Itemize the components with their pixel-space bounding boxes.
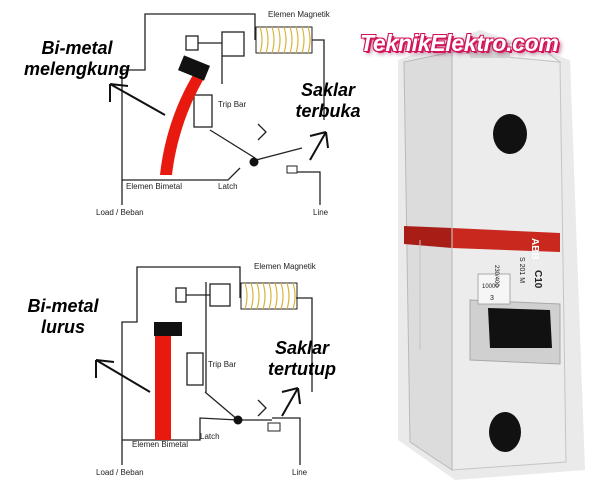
bottom-magnet-wire bbox=[296, 297, 313, 392]
bottom-latch-link bbox=[204, 391, 239, 421]
bottom-switch-label-line1: Saklar bbox=[274, 338, 330, 358]
breaker-side-face bbox=[403, 51, 453, 471]
bottom-contact-fixed bbox=[267, 422, 281, 432]
top-magnet-coil bbox=[255, 26, 313, 54]
top-magnet-label: Elemen Magnetik bbox=[268, 10, 330, 19]
bottom-switch-arrow bbox=[281, 387, 301, 417]
top-bimetal-arrow bbox=[109, 83, 166, 116]
bottom-bimetal-strip bbox=[155, 336, 171, 440]
top-switch-label-line2: terbuka bbox=[295, 101, 361, 121]
top-switch-arrow bbox=[309, 131, 329, 161]
bottom-state-label: Bi-metal lurus bbox=[18, 296, 108, 338]
top-latch-label: Latch bbox=[218, 182, 238, 191]
bottom-plunger bbox=[175, 287, 187, 303]
bottom-magnet-coil bbox=[240, 282, 298, 310]
bottom-bimetal-cap bbox=[154, 322, 182, 336]
breaker-red-stripe bbox=[452, 228, 560, 252]
bottom-tripbar bbox=[186, 352, 204, 386]
top-plunger bbox=[185, 35, 199, 51]
top-contact-fixed bbox=[286, 165, 298, 174]
top-spring bbox=[257, 123, 267, 141]
bottom-latch-label: Latch bbox=[200, 432, 220, 441]
bottom-plunger-head bbox=[209, 283, 231, 307]
breaker-model: S 201 M bbox=[518, 257, 525, 283]
breaker-rating: C10 bbox=[532, 270, 543, 289]
bottom-load-label: Load / Beban bbox=[96, 468, 144, 477]
bottom-spring bbox=[257, 399, 267, 417]
breaker-logo: ABB bbox=[529, 238, 540, 260]
breaker-photo bbox=[398, 30, 585, 480]
top-state-label-line2: melengkung bbox=[23, 59, 130, 79]
top-bimetal-strip bbox=[160, 70, 206, 175]
bottom-magnet-label: Elemen Magnetik bbox=[254, 262, 316, 271]
breaker-position-mark: 3 bbox=[490, 295, 494, 302]
bottom-state-label-line1: Bi-metal bbox=[27, 296, 99, 316]
top-contact-arm bbox=[255, 147, 303, 161]
bottom-switch-label-line2: tertutup bbox=[268, 359, 336, 379]
bottom-switch-label: Saklar tertutup bbox=[262, 338, 342, 380]
top-magnet-wire bbox=[312, 39, 325, 120]
top-plunger-head bbox=[221, 31, 245, 57]
brand-watermark: TeknikElektro.com bbox=[360, 30, 559, 56]
breaker-label-plate bbox=[477, 273, 511, 305]
top-load-wire bbox=[122, 167, 241, 181]
bottom-line-label: Line bbox=[292, 468, 308, 477]
top-state-label-line1: Bi-metal bbox=[41, 38, 113, 58]
breaker-bottom-screw-hole bbox=[489, 412, 521, 452]
bottom-load-wire bbox=[122, 417, 239, 441]
top-line-wire bbox=[292, 171, 321, 205]
top-bimetal-label: Elemen Bimetal bbox=[126, 182, 183, 191]
top-line-label: Line bbox=[313, 208, 329, 217]
bottom-state-label-line2: lurus bbox=[40, 317, 85, 337]
bottom-bimetal-label: Elemen Bimetal bbox=[132, 440, 189, 449]
top-bimetal-cap bbox=[178, 55, 210, 81]
top-latch-pivot bbox=[249, 157, 259, 167]
breaker-toggle-lever bbox=[488, 308, 552, 348]
bottom-bimetal-arrow bbox=[95, 359, 151, 393]
top-tripbar bbox=[193, 94, 213, 128]
top-state-label: Bi-metal melengkung bbox=[22, 38, 132, 80]
breaker-code: 10000 bbox=[482, 284, 499, 290]
top-circuit bbox=[121, 13, 325, 205]
bottom-latch-pivot bbox=[233, 415, 243, 425]
breaker-top-screw-hole bbox=[493, 114, 527, 154]
top-latch-link bbox=[209, 129, 256, 159]
top-switch-label-line1: Saklar bbox=[300, 80, 356, 100]
top-load-label: Load / Beban bbox=[96, 208, 144, 217]
bottom-tripbar-label: Trip Bar bbox=[208, 360, 237, 369]
top-tripbar-label: Trip Bar bbox=[218, 100, 247, 109]
breaker-voltage: 230/400 bbox=[493, 265, 499, 287]
bottom-line-wire bbox=[272, 417, 301, 465]
bottom-circuit bbox=[121, 266, 313, 465]
top-switch-label: Saklar terbuka bbox=[288, 80, 368, 122]
